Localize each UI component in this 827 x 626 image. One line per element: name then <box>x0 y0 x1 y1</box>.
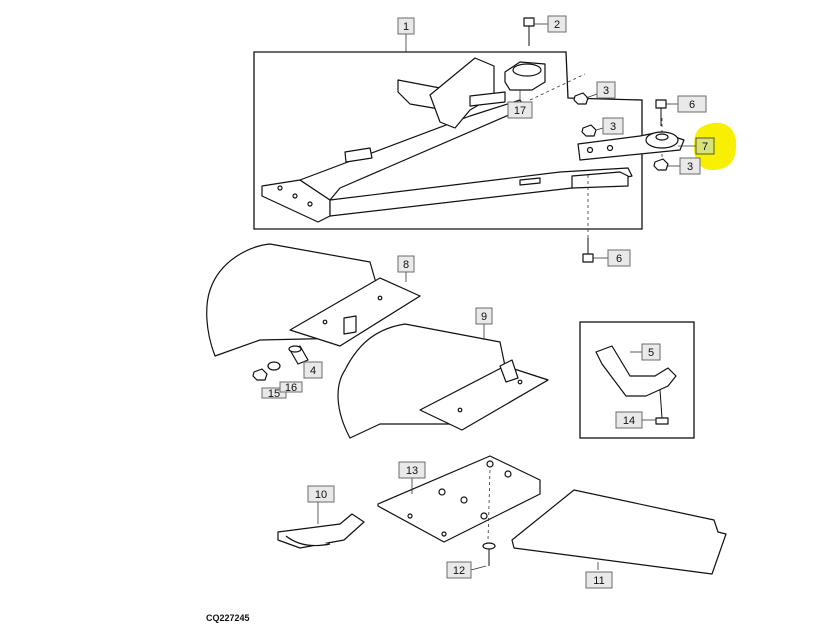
bolt-item-2 <box>523 17 535 46</box>
callout-10[interactable]: 10 <box>307 485 335 503</box>
callout-label: 16 <box>285 382 297 394</box>
callout-label: 3 <box>687 161 693 173</box>
callout-label: 13 <box>406 465 418 477</box>
callout-9[interactable]: 9 <box>475 307 493 325</box>
callout-label: 6 <box>616 253 622 265</box>
callout-7[interactable]: 7 <box>695 137 715 155</box>
callout-label: 1 <box>403 21 409 33</box>
callout-11[interactable]: 11 <box>585 571 613 589</box>
callout-16[interactable]: 16 <box>279 381 303 394</box>
callout-label: 8 <box>403 259 409 271</box>
part-center-shield <box>337 323 549 439</box>
callout-label: 10 <box>315 489 327 501</box>
part-drawbar-frame <box>261 57 633 223</box>
callout-label: 9 <box>481 311 487 323</box>
part-washer <box>267 361 281 371</box>
leader-3b <box>595 127 604 131</box>
part-plate-13 <box>377 455 541 543</box>
part-nut-15 <box>252 368 268 381</box>
callout-label: 11 <box>593 575 604 587</box>
callout-label: 17 <box>514 105 526 117</box>
callout-6a[interactable]: 6 <box>677 95 707 113</box>
callout-3a[interactable]: 3 <box>596 81 616 99</box>
callout-15[interactable]: 15 <box>261 387 287 400</box>
callout-label: 7 <box>702 141 708 153</box>
callout-2[interactable]: 2 <box>547 15 567 33</box>
callout-3c[interactable]: 3 <box>679 157 701 175</box>
nut-item-3-a <box>573 92 589 105</box>
callout-label: 3 <box>610 121 616 133</box>
callout-8[interactable]: 8 <box>397 255 415 273</box>
callout-label: 3 <box>603 85 609 97</box>
callout-3b[interactable]: 3 <box>602 117 624 135</box>
callout-13[interactable]: 13 <box>398 461 426 479</box>
assembly-line-1 <box>529 73 586 101</box>
callout-label: 14 <box>623 415 635 427</box>
callout-12[interactable]: 12 <box>446 561 472 579</box>
callout-5[interactable]: 5 <box>641 343 661 361</box>
drawing-code: CQ227245 <box>206 613 250 623</box>
part-rivet <box>482 542 496 566</box>
part-bracket <box>595 345 677 425</box>
callout-1[interactable]: 1 <box>397 17 415 35</box>
bolt-item-6-bottom <box>582 238 594 263</box>
leader-3a <box>585 93 598 99</box>
part-left-shield <box>206 243 421 357</box>
callout-17[interactable]: 17 <box>507 101 533 119</box>
callout-label: 15 <box>268 388 280 400</box>
callout-4[interactable]: 4 <box>303 361 323 379</box>
bolt-item-6-top <box>655 99 667 126</box>
nut-item-3-c <box>653 158 669 171</box>
part-small-bracket <box>277 513 365 549</box>
callout-14[interactable]: 14 <box>615 411 643 429</box>
callout-label: 5 <box>648 347 654 359</box>
callout-label: 12 <box>453 565 465 577</box>
highlight-marker <box>694 122 737 170</box>
nut-item-3-b <box>581 124 597 137</box>
frame-items-5-14 <box>579 321 695 439</box>
part-arm-plate <box>577 131 685 161</box>
callout-label: 6 <box>689 99 695 111</box>
callout-6b[interactable]: 6 <box>607 249 631 267</box>
frame-item-1 <box>253 51 643 230</box>
callout-label: 4 <box>310 365 316 377</box>
leader-12 <box>470 565 487 571</box>
part-spacer <box>288 345 309 365</box>
part-large-plate <box>511 489 727 575</box>
callout-label: 2 <box>554 19 560 31</box>
